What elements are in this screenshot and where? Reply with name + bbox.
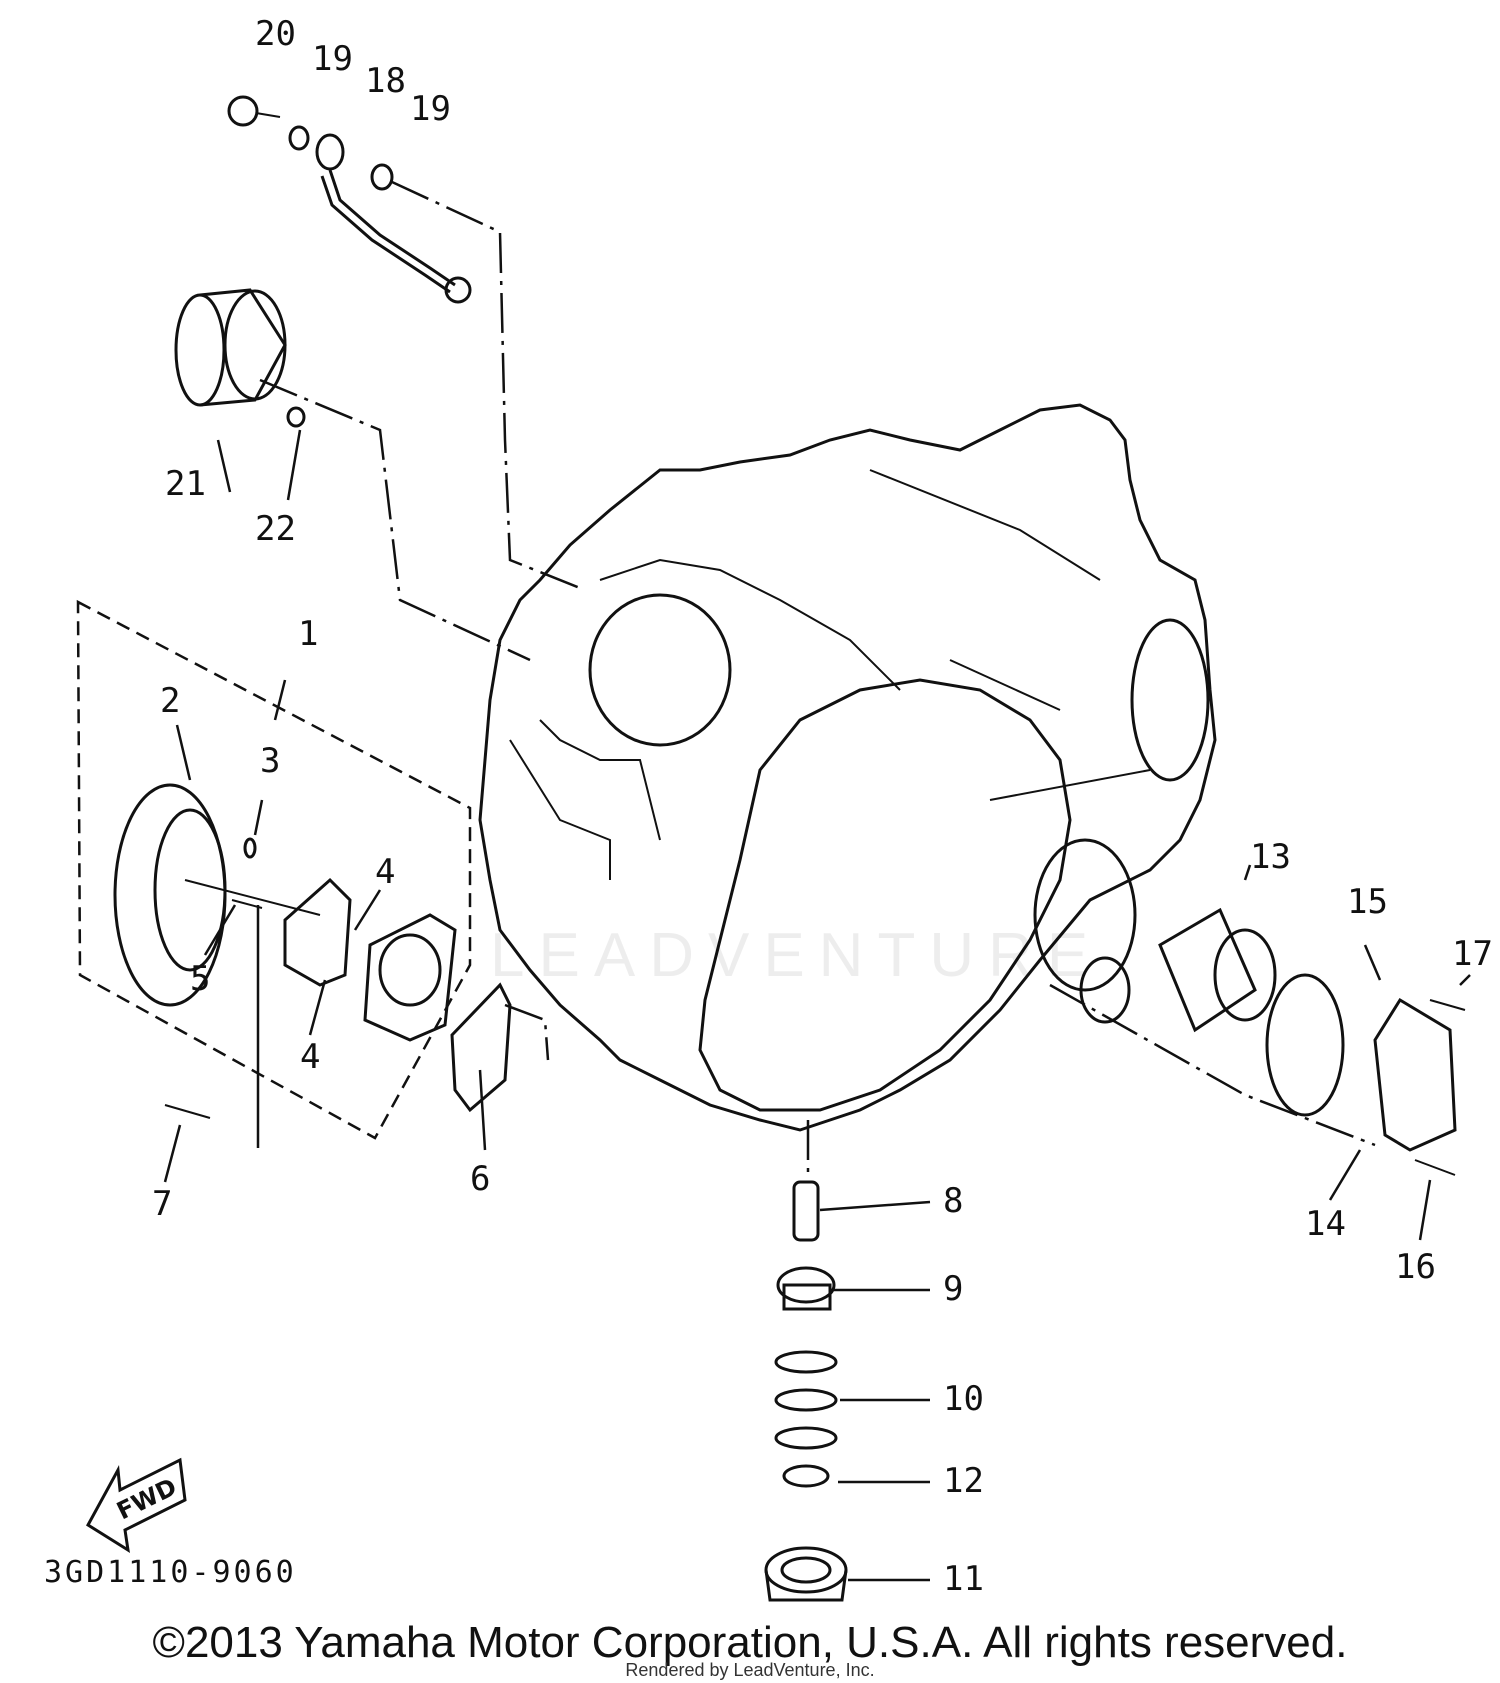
callout-20: 20 [255, 14, 296, 54]
callout-4-top: 4 [375, 852, 395, 892]
drive-gear-21 [174, 288, 531, 662]
callout-17: 17 [1452, 934, 1493, 974]
crankcase [478, 403, 1217, 1132]
callout-6: 6 [470, 1159, 490, 1199]
diagram-code: 3GD1110-9060 [44, 1555, 297, 1590]
callout-7: 7 [152, 1184, 172, 1224]
callout-3: 3 [260, 741, 280, 781]
callout-21: 21 [165, 464, 206, 504]
fwd-arrow: FWD [86, 1457, 187, 1553]
oil-pump-parts [113, 783, 550, 1148]
callout-5: 5 [190, 959, 210, 999]
callout-13: 13 [1250, 837, 1291, 877]
callout-19-top: 19 [312, 39, 353, 79]
watermark: LEADVENTURE [490, 921, 1103, 990]
callouts: 20 19 18 19 21 22 1 2 3 4 5 4 6 7 13 15 … [152, 14, 1493, 1599]
callout-4-bottom: 4 [300, 1037, 320, 1077]
copyright-notice: ©2013 Yamaha Motor Corporation, U.S.A. A… [152, 1618, 1348, 1667]
oil-pump-assembly-box [76, 599, 472, 1140]
callout-1: 1 [298, 614, 318, 654]
callout-14: 14 [1305, 1204, 1346, 1244]
callout-10: 10 [943, 1379, 984, 1419]
rendered-by-notice: Rendered by LeadVenture, Inc. [625, 1660, 875, 1680]
callout-15: 15 [1347, 882, 1388, 922]
callout-12: 12 [943, 1461, 984, 1501]
callout-18: 18 [365, 61, 406, 101]
callout-11: 11 [943, 1559, 984, 1599]
callout-2: 2 [160, 681, 180, 721]
callout-9: 9 [943, 1269, 963, 1309]
leader-lines [163, 429, 1471, 1582]
oil-strainer-stack [764, 1120, 848, 1602]
callout-8: 8 [943, 1181, 963, 1221]
callout-19-right: 19 [410, 89, 451, 129]
callout-22: 22 [255, 509, 296, 549]
callout-16: 16 [1395, 1247, 1436, 1287]
oil-filter-assembly [1033, 838, 1466, 1176]
oil-pipe-assembly [227, 95, 586, 592]
